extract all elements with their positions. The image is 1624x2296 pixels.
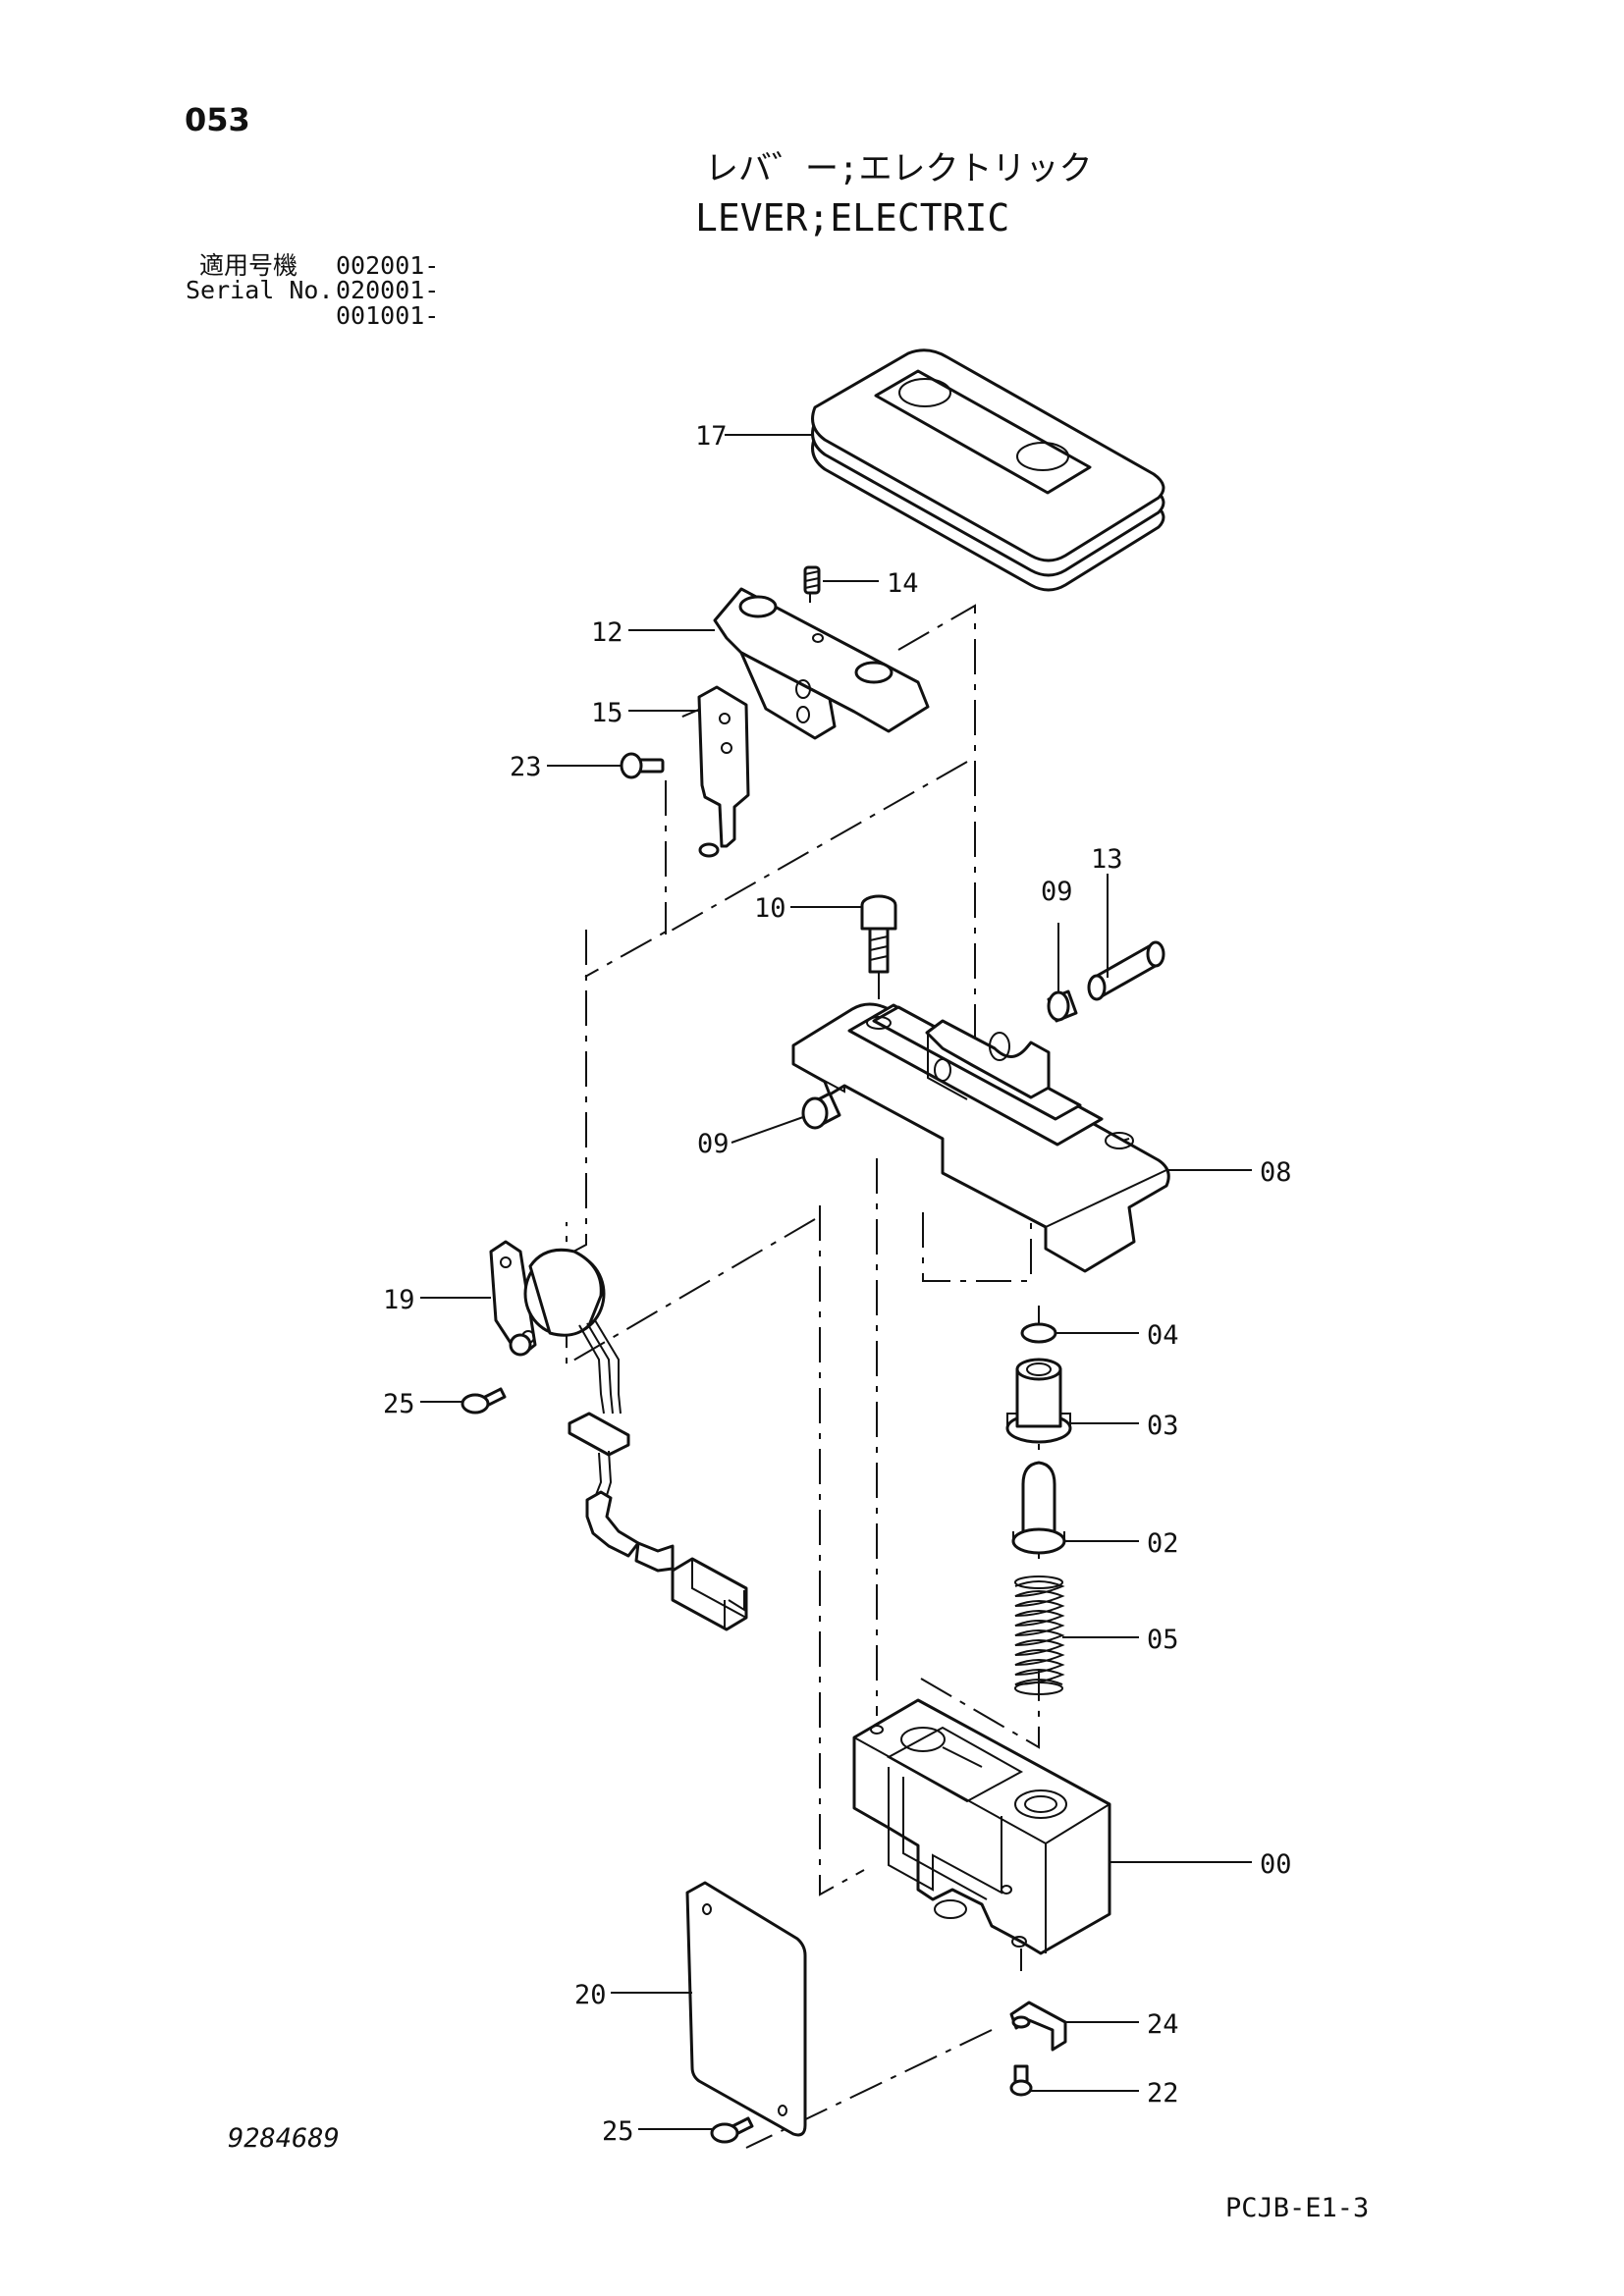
callout-09-upper: 09 bbox=[1041, 877, 1073, 907]
part-25-screw-upper bbox=[460, 1387, 507, 1415]
part-08-lever-base bbox=[791, 1002, 1170, 1273]
assembly-lines bbox=[545, 567, 1040, 2149]
callout-22: 22 bbox=[1147, 2078, 1179, 2109]
part-03-guide bbox=[1005, 1358, 1072, 1444]
serial-number-2: 020001- bbox=[336, 276, 440, 304]
callout-13: 13 bbox=[1091, 844, 1123, 875]
part-19-sensor bbox=[489, 1240, 748, 1631]
callout-00: 00 bbox=[1260, 1849, 1292, 1880]
part-13-pin bbox=[1087, 940, 1165, 1001]
leader-lines bbox=[420, 434, 1252, 2130]
part-15-plate bbox=[697, 685, 750, 858]
callout-05: 05 bbox=[1147, 1625, 1179, 1655]
serial-label-english: Serial No. bbox=[186, 276, 334, 304]
callout-08: 08 bbox=[1260, 1157, 1292, 1188]
callout-12: 12 bbox=[591, 617, 623, 648]
part-04-o-ring bbox=[1020, 1322, 1057, 1344]
callout-labels: 17 14 12 15 23 10 09 13 09 08 04 03 02 0… bbox=[383, 421, 1292, 2147]
callout-25-lower: 25 bbox=[602, 2116, 634, 2147]
title-english: LEVER;ELECTRIC bbox=[695, 196, 1010, 240]
callout-15: 15 bbox=[591, 698, 623, 728]
part-14-set-screw bbox=[803, 565, 821, 595]
callout-25-upper: 25 bbox=[383, 1389, 415, 1419]
callout-04: 04 bbox=[1147, 1320, 1179, 1351]
callout-24: 24 bbox=[1147, 2009, 1179, 2040]
callout-09-lower: 09 bbox=[697, 1129, 730, 1159]
callout-14: 14 bbox=[887, 568, 919, 599]
callout-23: 23 bbox=[510, 752, 542, 782]
part-25-screw-lower bbox=[710, 2116, 754, 2144]
part-22-screw bbox=[1009, 2064, 1033, 2097]
document-number: 9284689 bbox=[228, 2123, 340, 2154]
part-00-body bbox=[852, 1698, 1111, 1955]
serial-number-1: 002001- bbox=[336, 251, 440, 280]
serial-label-japanese: 適用号機 bbox=[199, 251, 298, 280]
part-10-cap-screw bbox=[860, 894, 897, 974]
callout-20: 20 bbox=[574, 1980, 607, 2010]
part-02-plunger bbox=[1011, 1461, 1066, 1555]
part-17-grip-cover bbox=[811, 348, 1165, 592]
callout-19: 19 bbox=[383, 1285, 415, 1315]
callout-02: 02 bbox=[1147, 1528, 1179, 1559]
page-number: 053 bbox=[185, 101, 250, 138]
part-20-cover-plate bbox=[685, 1881, 807, 2137]
callout-17: 17 bbox=[695, 421, 728, 452]
part-23-screw bbox=[620, 752, 665, 779]
part-05-spring bbox=[1014, 1575, 1065, 1695]
part-24-clip bbox=[1009, 2001, 1067, 2052]
part-09-bushing-lower bbox=[801, 1092, 841, 1130]
callout-03: 03 bbox=[1147, 1411, 1179, 1441]
serial-number-3: 001001- bbox=[336, 301, 440, 330]
callout-10: 10 bbox=[754, 893, 786, 924]
page-code: PCJB-E1-3 bbox=[1225, 2193, 1370, 2223]
part-09-bushing-upper bbox=[1047, 989, 1078, 1023]
title-japanese: レバ゛ー;エレクトリック bbox=[705, 149, 1093, 188]
part-12-bracket bbox=[713, 587, 930, 740]
